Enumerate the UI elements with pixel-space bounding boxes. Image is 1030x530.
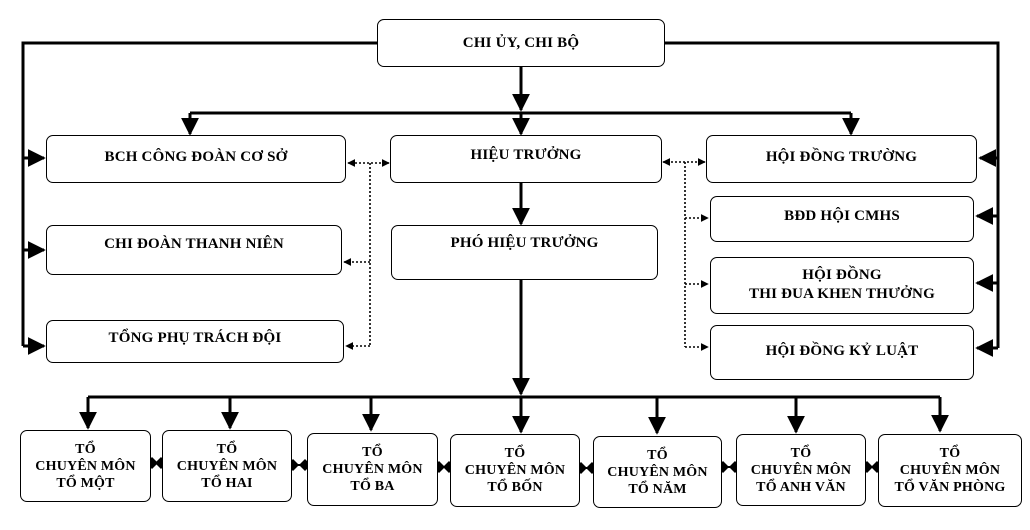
team-box-2: TỔ CHUYÊN MÔN TỔ HAI (162, 430, 292, 502)
team-6-line-3: TỔ ANH VĂN (756, 480, 846, 496)
team-1-line-2: CHUYÊN MÔN (35, 459, 136, 475)
emulation-council-box: HỘI ĐỒNG THI ĐUA KHEN THƯỞNG (710, 257, 974, 314)
school-council-label: HỘI ĐỒNG TRƯỜNG (765, 149, 918, 165)
party-committee-label: CHI ỦY, CHI BỘ (462, 34, 580, 51)
team-box-5: TỔ CHUYÊN MÔN TỔ NĂM (593, 436, 722, 508)
team-box-3: TỔ CHUYÊN MÔN TỔ BA (307, 433, 438, 506)
school-council-box: HỘI ĐỒNG TRƯỜNG (706, 135, 977, 183)
team-4-line-2: CHUYÊN MÔN (464, 463, 566, 479)
parents-board-label: BĐD HỘI CMHS (784, 208, 900, 224)
youth-union-box: CHI ĐOÀN THANH NIÊN (46, 225, 342, 275)
emulation-council-label-2: THI ĐUA KHEN THƯỞNG (749, 285, 935, 302)
team-3-line-1: TỔ (362, 445, 383, 460)
discipline-council-label: HỘI ĐỒNG KỶ LUẬT (765, 343, 919, 359)
team-box-1: TỔ CHUYÊN MÔN TỔ MỘT (20, 430, 151, 502)
principal-box: HIỆU TRƯỞNG (390, 135, 662, 183)
youth-union-label: CHI ĐOÀN THANH NIÊN (104, 236, 284, 252)
party-committee-box: CHI ỦY, CHI BỘ (377, 19, 665, 67)
union-box: BCH CÔNG ĐOÀN CƠ SỞ (46, 135, 346, 183)
team-2-line-2: CHUYÊN MÔN (176, 459, 278, 475)
team-box-6: TỔ CHUYÊN MÔN TỔ ANH VĂN (736, 434, 866, 506)
left-bus-line (21, 41, 377, 346)
team-5-line-2: CHUYÊN MÔN (607, 465, 708, 481)
pioneer-leader-box: TỔNG PHỤ TRÁCH ĐỘI (46, 320, 344, 363)
team-4-line-3: TỔ BỐN (487, 480, 543, 496)
parents-board-box: BĐD HỘI CMHS (710, 196, 974, 242)
team-2-line-3: TỔ HAI (201, 476, 253, 492)
vice-principal-box: PHÓ HIỆU TRƯỞNG (391, 225, 658, 280)
team-1-line-1: TỔ (75, 442, 96, 457)
team-4-line-1: TỔ (504, 446, 526, 461)
team-6-line-2: CHUYÊN MÔN (750, 463, 852, 479)
team-7-line-1: TỔ (939, 446, 961, 461)
team-box-4: TỔ CHUYÊN MÔN TỔ BỐN (450, 434, 580, 507)
discipline-council-box: HỘI ĐỒNG KỶ LUẬT (710, 325, 974, 380)
team-2-line-1: TỔ (216, 442, 238, 457)
emulation-council-label-1: HỘI ĐỒNG (802, 267, 882, 283)
team-box-7: TỔ CHUYÊN MÔN TỔ VĂN PHÒNG (878, 434, 1022, 507)
right-bus-line (665, 41, 1000, 348)
team-6-line-1: TỔ (790, 446, 812, 461)
union-label: BCH CÔNG ĐOÀN CƠ SỞ (104, 149, 288, 165)
team-5-line-1: TỔ (647, 448, 668, 463)
team-5-line-3: TỔ NĂM (628, 482, 687, 498)
pioneer-leader-label: TỔNG PHỤ TRÁCH ĐỘI (108, 330, 282, 346)
team-1-line-3: TỔ MỘT (56, 476, 115, 492)
team-7-line-2: CHUYÊN MÔN (899, 463, 1001, 479)
team-3-line-2: CHUYÊN MÔN (322, 462, 423, 478)
vice-principal-label: PHÓ HIỆU TRƯỞNG (450, 235, 599, 251)
team-3-line-3: TỔ BA (350, 479, 395, 495)
team-7-line-3: TỔ VĂN PHÒNG (894, 480, 1006, 496)
principal-label: HIỆU TRƯỞNG (470, 147, 582, 163)
